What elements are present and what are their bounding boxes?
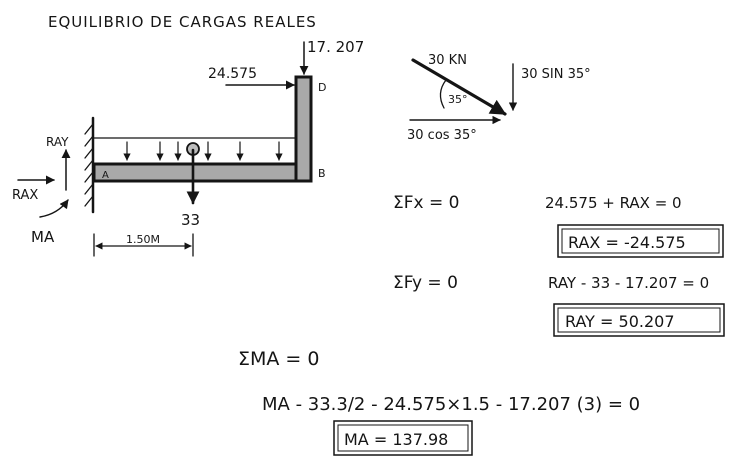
- sum-ma-label: ΣMA = 0: [238, 348, 319, 370]
- beam-diagram: 33 17. 207 24.575 A B D RAY RAX MA 1.50M: [12, 38, 364, 257]
- horizontal-component-label: 30 cos 35°: [407, 128, 477, 143]
- wall-hatching: [84, 123, 94, 207]
- angle-label: 35°: [448, 93, 468, 106]
- fx-equation: 24.575 + RAX = 0: [545, 194, 682, 212]
- force-arrow: [411, 58, 507, 116]
- equations: ΣFx = 0 24.575 + RAX = 0 RAX = -24.575 Σ…: [238, 193, 725, 456]
- ma-result-box-inner: [337, 424, 469, 452]
- point-d-label: D: [318, 81, 326, 94]
- reaction-y-label: RAY: [46, 135, 69, 149]
- page-title: EQUILIBRIO DE CARGAS REALES: [48, 13, 317, 31]
- force-magnitude-label: 30 KN: [428, 53, 467, 68]
- top-load-label: 17. 207: [307, 38, 364, 56]
- reaction-x-label: RAX: [12, 188, 38, 203]
- vertical-component-label: 30 SIN 35°: [521, 67, 591, 82]
- sum-fx-label: ΣFx = 0: [393, 193, 459, 213]
- horizontal-beam: [92, 162, 312, 183]
- fy-equation: RAY - 33 - 17.207 = 0: [548, 274, 709, 292]
- angle-arc: [439, 79, 447, 109]
- fx-result: RAX = -24.575: [568, 233, 686, 252]
- moment-arrow: [39, 199, 69, 218]
- vertical-member: [294, 75, 313, 183]
- sum-fy-label: ΣFy = 0: [393, 273, 458, 293]
- fx-result-box-inner: [561, 228, 720, 254]
- fx-result-box: [557, 224, 724, 258]
- left-load-label: 24.575: [208, 66, 257, 82]
- ma-result-box: [333, 420, 473, 456]
- fy-result-box-inner: [557, 307, 721, 333]
- fy-result: RAY = 50.207: [565, 312, 675, 331]
- ma-equation: MA - 33.3/2 - 24.575×1.5 - 17.207 (3) = …: [262, 394, 640, 415]
- force-decomposition: 30 KN 35° 30 SIN 35° 30 cos 35°: [407, 53, 591, 143]
- point-load-label: 33: [181, 211, 200, 229]
- distributed-load-arrows: [123, 141, 283, 161]
- point-b-label: B: [318, 167, 326, 180]
- point-a-label: A: [102, 170, 109, 181]
- ma-result: MA = 137.98: [344, 430, 448, 449]
- dimension-label: 1.50M: [126, 233, 160, 246]
- moment-label: MA: [31, 228, 55, 246]
- fy-result-box: [553, 303, 725, 337]
